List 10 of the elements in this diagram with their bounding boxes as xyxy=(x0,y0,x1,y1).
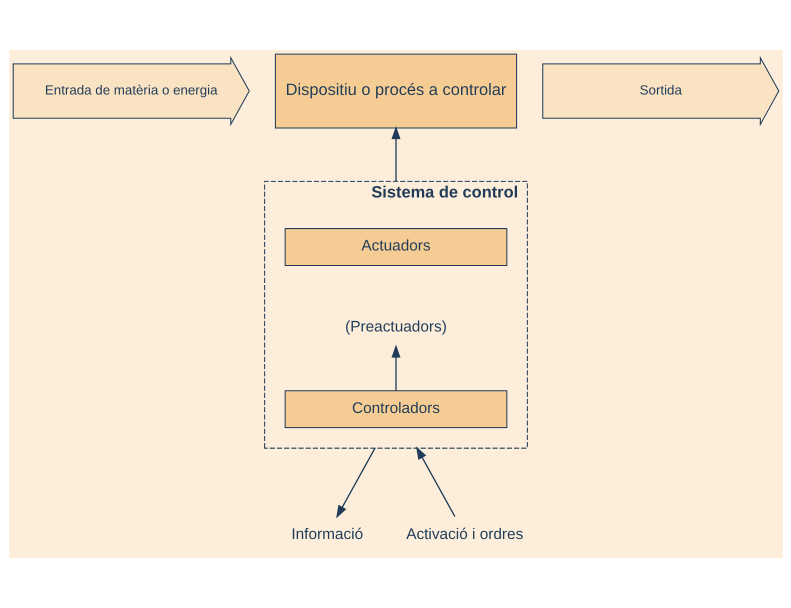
arrow xyxy=(416,446,455,517)
arrow xyxy=(390,344,400,391)
arrow xyxy=(390,126,400,182)
node-text: Activació i ordres xyxy=(406,526,523,544)
node-text: Informació xyxy=(290,526,363,544)
node-box: Actuadors xyxy=(284,228,507,266)
arrow xyxy=(336,448,376,518)
node-text: (Preactuadors) xyxy=(344,318,446,336)
node-box: Dispositiu o procés a controlar xyxy=(274,54,517,128)
node-box: Controladors xyxy=(284,390,507,428)
